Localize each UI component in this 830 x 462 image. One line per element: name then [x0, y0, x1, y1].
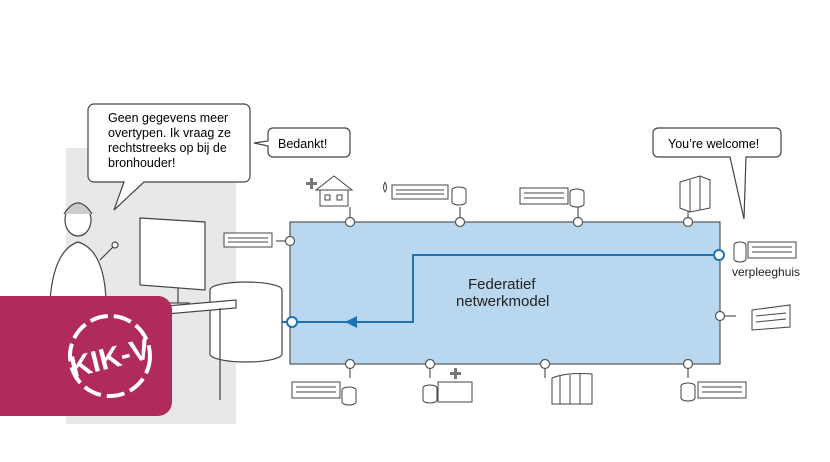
flow-start-connector [713, 249, 725, 261]
nursing-home-icon [733, 241, 797, 263]
hospital-icon [422, 368, 473, 404]
office-building-icon [519, 187, 585, 208]
speech-bubble-welcome: You’re welcome! [652, 127, 782, 220]
speech-bubble-thanks: Bedankt! [253, 127, 351, 158]
network-area [289, 221, 721, 365]
tower-icon [679, 175, 711, 213]
verpleeghuis-label: verpleeghuis [732, 265, 800, 279]
office-bottom-icon [680, 381, 747, 402]
care-home-bottom-icon [291, 381, 357, 406]
speech-bubble-left: Geen gegevens meer overtypen. Ik vraag z… [87, 103, 251, 211]
speech-left-line2: overtypen. Ik vraag ze [108, 126, 231, 140]
speech-left-line3: rechtstreeks op bij de [108, 141, 227, 155]
factory-icon [551, 373, 593, 405]
person-illustration [49, 202, 119, 301]
care-building-icon [383, 181, 467, 206]
speech-thanks-text: Bedankt! [278, 137, 327, 151]
speech-left-line4: bronhouder! [108, 156, 175, 170]
network-connectors [276, 207, 736, 378]
flow-end-connector [286, 316, 298, 328]
kik-v-logo: KIK-V [0, 296, 172, 416]
network-title-line2: netwerkmodel [456, 293, 549, 310]
house-icon [306, 175, 354, 207]
computer-building-icon [223, 232, 273, 248]
flow-arrow-icon [345, 316, 357, 328]
monitor-icon [751, 304, 791, 331]
network-title-line1: Federatief [468, 276, 536, 293]
speech-welcome-text: You’re welcome! [668, 137, 759, 151]
speech-left-line1: Geen gegevens meer [108, 111, 228, 125]
database-icon [209, 281, 283, 363]
